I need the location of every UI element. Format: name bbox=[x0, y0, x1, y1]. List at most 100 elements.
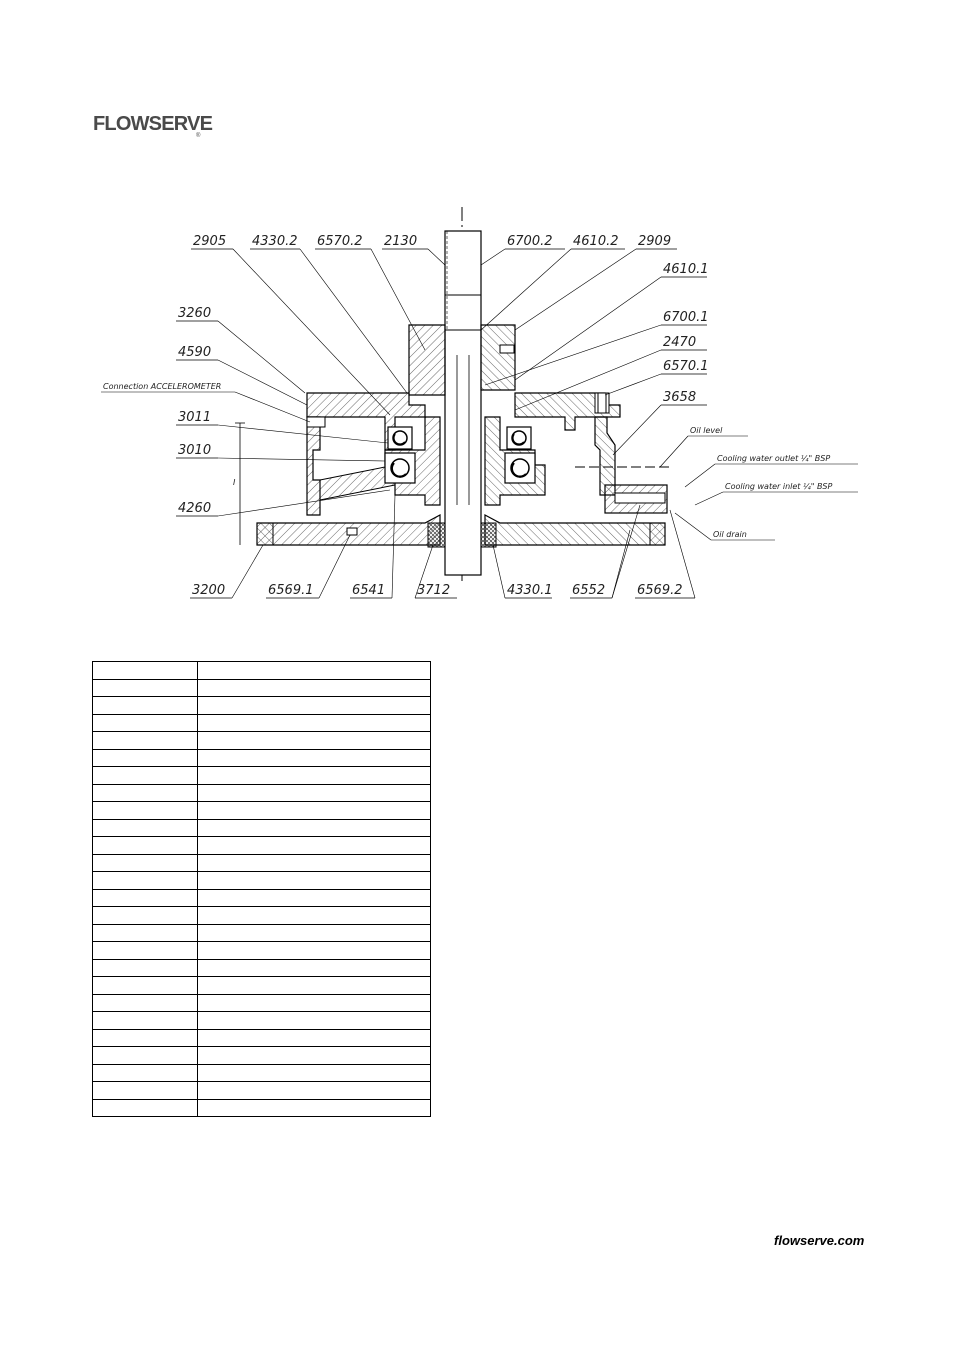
table-row bbox=[92, 836, 431, 855]
table-row bbox=[92, 976, 431, 995]
table-cell-description bbox=[197, 958, 431, 977]
bottom-labels: 3200 6569.1 6541 3712 4330.1 6552 6569.2 bbox=[190, 494, 696, 599]
label-6700-1: 6700.1 bbox=[663, 310, 709, 325]
table-cell-ref bbox=[92, 1081, 198, 1100]
shaft bbox=[444, 230, 482, 576]
housing-wall-right bbox=[594, 416, 616, 496]
table-cell-description bbox=[197, 1046, 431, 1065]
table-cell-ref bbox=[92, 678, 198, 697]
note-cooling-inlet: Cooling water inlet ¼" BSP bbox=[725, 482, 833, 491]
logo-text: FLOWSERVE bbox=[93, 113, 213, 135]
bearing-lower-left bbox=[384, 452, 416, 484]
table-row bbox=[92, 853, 431, 872]
label-2470: 2470 bbox=[663, 335, 696, 350]
table-row bbox=[92, 906, 431, 925]
table-cell-description bbox=[197, 783, 431, 802]
table-cell-ref bbox=[92, 748, 198, 767]
left-labels: 3260 4590 Connection ACCELEROMETER 3011 … bbox=[101, 306, 391, 517]
table-cell-description bbox=[197, 678, 431, 697]
label-6570-2: 6570.2 bbox=[317, 234, 363, 249]
note-oil-level: Oil level bbox=[690, 426, 723, 435]
table-row bbox=[92, 1098, 431, 1117]
registered-mark: ® bbox=[196, 133, 201, 139]
table-cell-ref bbox=[92, 1063, 198, 1082]
label-3011: 3011 bbox=[178, 410, 211, 425]
note-accelerometer: Connection ACCELEROMETER bbox=[103, 382, 221, 391]
label-3010: 3010 bbox=[178, 443, 211, 458]
table-row bbox=[92, 1011, 431, 1030]
table-cell-ref bbox=[92, 713, 198, 732]
table-cell-ref bbox=[92, 731, 198, 750]
table-cell-description bbox=[197, 906, 431, 925]
coupling-hub-right bbox=[480, 324, 516, 391]
table-cell-description bbox=[197, 661, 431, 680]
table-cell-ref bbox=[92, 993, 198, 1012]
table-cell-description bbox=[197, 1098, 431, 1117]
table-row bbox=[92, 871, 431, 890]
label-4330-2: 4330.2 bbox=[252, 234, 298, 249]
table-row bbox=[92, 748, 431, 767]
table-cell-ref bbox=[92, 853, 198, 872]
table-cell-description bbox=[197, 836, 431, 855]
table-cell-description bbox=[197, 871, 431, 890]
table-cell-ref bbox=[92, 1028, 198, 1047]
label-2909: 2909 bbox=[638, 234, 671, 249]
seal-right bbox=[480, 522, 497, 548]
table-cell-description bbox=[197, 748, 431, 767]
parts-list-table bbox=[92, 661, 431, 1117]
label-6700-2: 6700.2 bbox=[507, 234, 553, 249]
table-cell-ref bbox=[92, 871, 198, 890]
bearing-upper-right bbox=[506, 426, 532, 450]
table-cell-description bbox=[197, 713, 431, 732]
table-row bbox=[92, 713, 431, 732]
table-cell-description bbox=[197, 976, 431, 995]
label-6570-1: 6570.1 bbox=[663, 359, 709, 374]
table-row bbox=[92, 1063, 431, 1082]
label-6541: 6541 bbox=[352, 583, 385, 598]
table-cell-description bbox=[197, 766, 431, 785]
table-row bbox=[92, 958, 431, 977]
table-cell-ref bbox=[92, 958, 198, 977]
table-cell-description bbox=[197, 888, 431, 907]
table-cell-ref bbox=[92, 976, 198, 995]
bearing-housing-cover bbox=[306, 392, 426, 451]
label-4610-2: 4610.2 bbox=[573, 234, 619, 249]
table-cell-description bbox=[197, 696, 431, 715]
table-cell-description bbox=[197, 1081, 431, 1100]
table-row bbox=[92, 1046, 431, 1065]
table-cell-description bbox=[197, 731, 431, 750]
housing-wall-left bbox=[306, 416, 321, 516]
dimension-marker: I bbox=[233, 478, 236, 487]
table-row bbox=[92, 783, 431, 802]
table-cell-ref bbox=[92, 818, 198, 837]
table-row bbox=[92, 941, 431, 960]
table-cell-description bbox=[197, 853, 431, 872]
bearing-upper-left bbox=[387, 426, 413, 450]
table-cell-ref bbox=[92, 888, 198, 907]
table-cell-description bbox=[197, 1063, 431, 1082]
footer-website: flowserve.com bbox=[774, 1233, 865, 1248]
label-2130: 2130 bbox=[384, 234, 417, 249]
table-cell-ref bbox=[92, 923, 198, 942]
table-row bbox=[92, 678, 431, 697]
label-4610-1: 4610.1 bbox=[663, 262, 709, 277]
note-cooling-outlet: Cooling water outlet ¼" BSP bbox=[717, 454, 830, 463]
table-row bbox=[92, 888, 431, 907]
table-cell-ref bbox=[92, 801, 198, 820]
coupling-hub-left bbox=[408, 324, 446, 396]
table-cell-description bbox=[197, 818, 431, 837]
right-labels: 4610.1 6700.1 2470 6570.1 3658 Oil level… bbox=[484, 262, 858, 541]
table-cell-ref bbox=[92, 1098, 198, 1117]
table-cell-description bbox=[197, 941, 431, 960]
label-3260: 3260 bbox=[178, 306, 211, 321]
table-row bbox=[92, 818, 431, 837]
top-labels: 2905 4330.2 6570.2 2130 6700.2 4610.2 29… bbox=[191, 234, 677, 416]
label-2905: 2905 bbox=[193, 234, 226, 249]
label-3658: 3658 bbox=[663, 390, 696, 405]
label-3712: 3712 bbox=[417, 583, 450, 598]
table-cell-description bbox=[197, 1011, 431, 1030]
table-cell-description bbox=[197, 923, 431, 942]
table-cell-description bbox=[197, 993, 431, 1012]
table-cell-ref bbox=[92, 1046, 198, 1065]
table-row bbox=[92, 923, 431, 942]
